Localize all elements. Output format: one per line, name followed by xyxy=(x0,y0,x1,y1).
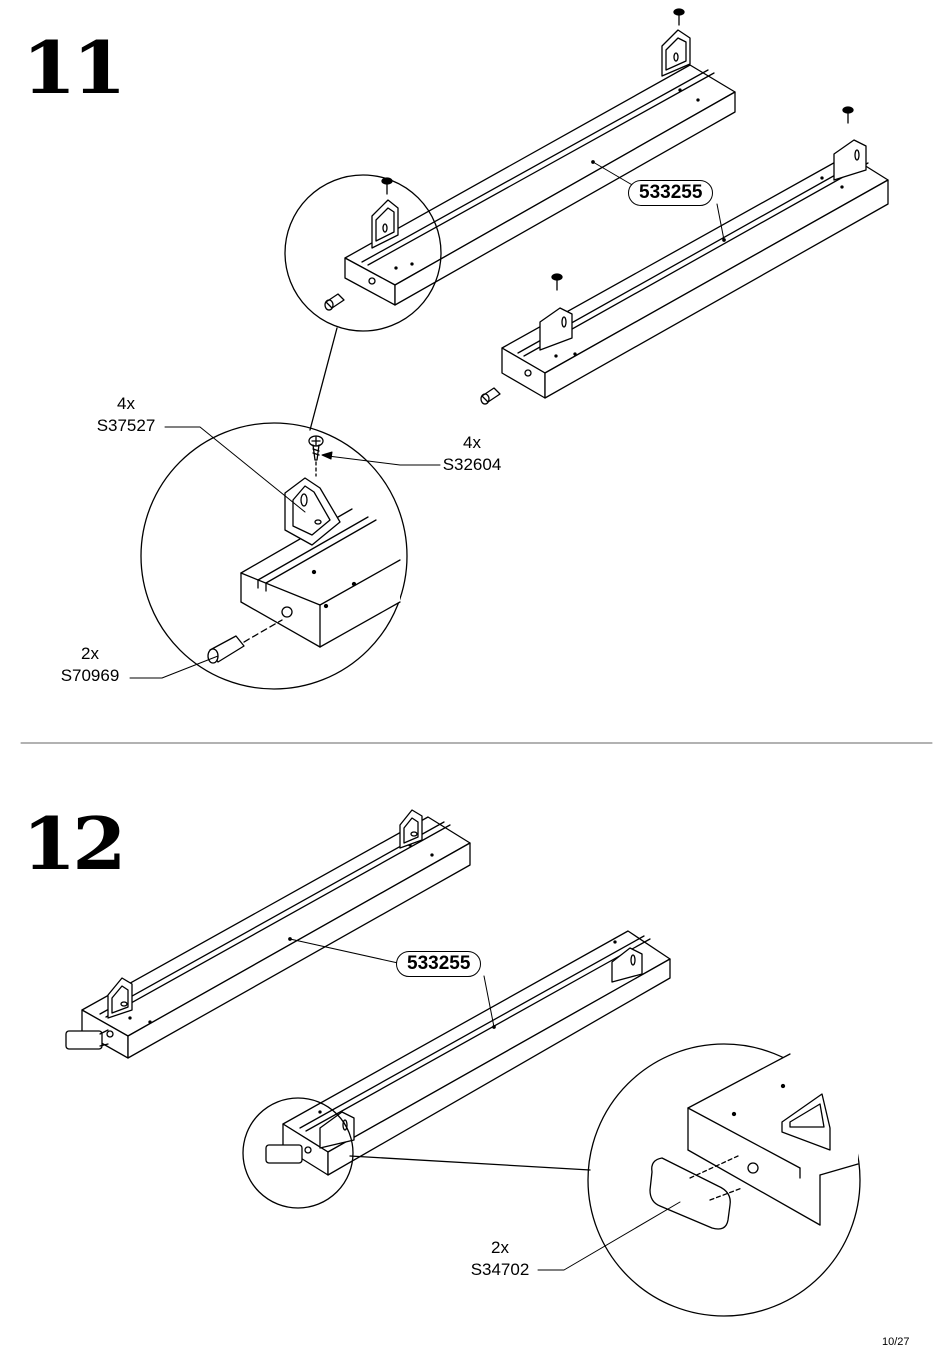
detail-rail-end xyxy=(687,1053,859,1226)
end-cap-icon xyxy=(265,1144,303,1164)
detail-bracket-icon xyxy=(781,1093,831,1151)
detail-rail xyxy=(240,505,401,668)
bracket-icon xyxy=(107,977,133,1019)
bracket-icon xyxy=(661,29,691,77)
detail-bracket-icon xyxy=(284,477,341,546)
part-qty: 4x xyxy=(463,433,481,452)
leader-lines xyxy=(289,938,681,1271)
step-11-illustration xyxy=(129,8,889,690)
rail-b xyxy=(501,154,889,399)
part-callout-S70969: 2x S70969 xyxy=(52,643,128,687)
detail-dowel-icon xyxy=(207,619,283,664)
leader-lines xyxy=(129,161,725,679)
part-id-label: 533255 xyxy=(628,180,714,206)
detail-end-cap-icon xyxy=(649,1155,743,1230)
bracket-icon xyxy=(833,139,867,181)
zoom-circle-large xyxy=(587,1043,861,1317)
dowel-icon xyxy=(480,387,501,405)
bracket-icon xyxy=(611,947,643,983)
part-code: S70969 xyxy=(60,666,120,685)
step-number: 11 xyxy=(22,26,127,111)
step-12-illustration xyxy=(65,809,861,1317)
part-callout-S37527: 4x S37527 xyxy=(88,393,164,437)
part-code: S32604 xyxy=(442,455,502,474)
bracket-icon xyxy=(399,809,423,849)
zoom-circle-small xyxy=(284,174,442,332)
part-code: S34702 xyxy=(470,1260,530,1279)
screw-icon xyxy=(381,8,685,195)
part-id-label: 533255 xyxy=(396,951,482,977)
zoom-circle-large xyxy=(140,422,408,690)
rail-a xyxy=(344,64,736,306)
detail-screw-icon xyxy=(308,435,324,477)
part-code: S37527 xyxy=(96,416,156,435)
rail-d xyxy=(282,930,671,1176)
dowel-icon xyxy=(324,293,345,311)
step-number: 12 xyxy=(22,802,127,887)
bracket-icon xyxy=(539,307,573,351)
screw-icon xyxy=(551,106,854,291)
end-cap-icon xyxy=(65,1029,109,1050)
part-callout-S32604: 4x S32604 xyxy=(434,432,510,476)
part-callout-S34702: 2x S34702 xyxy=(462,1237,538,1281)
zoom-circle-small xyxy=(242,1097,354,1209)
rail-c xyxy=(81,816,471,1059)
bracket-icon xyxy=(371,199,399,249)
page-number: 10/27 xyxy=(882,1336,910,1348)
part-qty: 2x xyxy=(81,644,99,663)
part-qty: 4x xyxy=(117,394,135,413)
part-qty: 2x xyxy=(491,1238,509,1257)
